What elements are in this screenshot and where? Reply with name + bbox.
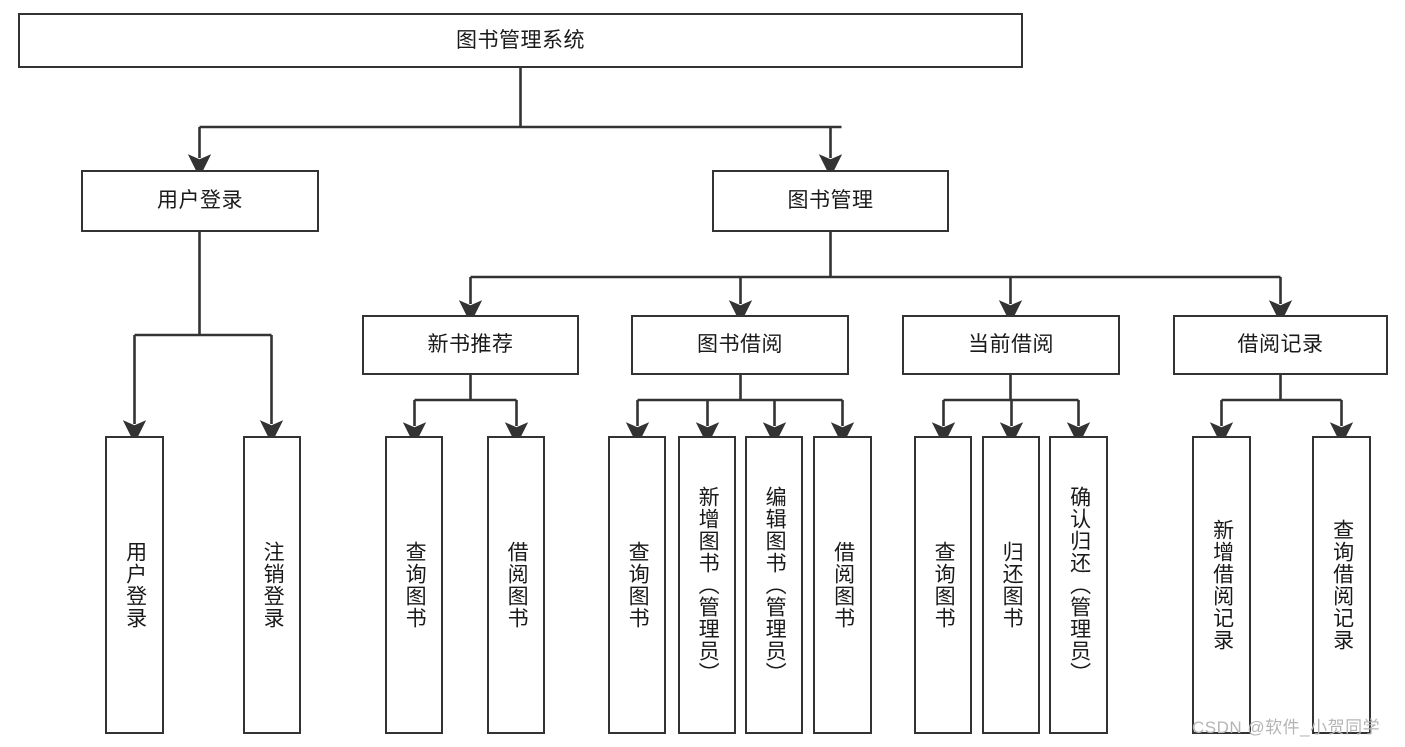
connector-group-book-borrow: [625, 375, 855, 446]
level3-node[interactable]: 图书借阅: [631, 315, 849, 375]
node-label: 确认归还（管理员）: [1067, 486, 1091, 684]
node-label: 图书管理: [787, 189, 874, 213]
leaf-node[interactable]: 确认归还（管理员）: [1049, 436, 1108, 734]
level3-node[interactable]: 借阅记录: [1173, 315, 1388, 375]
node-label: 借阅记录: [1237, 333, 1324, 357]
node-label: 注销登录: [261, 541, 285, 629]
leaf-node[interactable]: 归还图书: [982, 436, 1040, 734]
connector-group-user-login: [122, 232, 284, 444]
node-label: 查询借阅记录: [1330, 519, 1354, 651]
node-label: 图书管理系统: [456, 28, 585, 52]
node-label: 新增图书（管理员）: [696, 486, 720, 684]
node-label: 查询图书: [932, 541, 956, 629]
node-label: 查询图书: [403, 541, 427, 629]
node-label: 当前借阅: [968, 333, 1054, 357]
leaf-node[interactable]: 用户登录: [105, 436, 164, 734]
node-label: 用户登录: [157, 189, 243, 213]
root-node[interactable]: 图书管理系统: [18, 13, 1023, 68]
leaf-node[interactable]: 查询图书: [385, 436, 443, 734]
level2-node[interactable]: 用户登录: [81, 170, 319, 232]
leaf-node[interactable]: 新增图书（管理员）: [678, 436, 736, 734]
level2-node[interactable]: 图书管理: [712, 170, 949, 232]
leaf-node[interactable]: 查询图书: [608, 436, 666, 734]
leaf-node[interactable]: 查询图书: [914, 436, 972, 734]
leaf-node[interactable]: 查询借阅记录: [1312, 436, 1371, 734]
connector-group-book-mgmt: [458, 232, 1293, 324]
level3-node[interactable]: 当前借阅: [902, 315, 1120, 375]
node-label: 新书推荐: [427, 333, 514, 357]
node-label: 新增借阅记录: [1210, 519, 1234, 651]
node-label: 归还图书: [1000, 541, 1024, 629]
level3-node[interactable]: 新书推荐: [362, 315, 579, 375]
node-label: 编辑图书（管理员）: [763, 486, 787, 684]
node-label: 查询图书: [626, 541, 650, 629]
leaf-node[interactable]: 注销登录: [243, 436, 301, 734]
connector-group-new-book: [402, 375, 529, 446]
node-label: 借阅图书: [505, 541, 529, 629]
connector-group-borrow-record: [1209, 375, 1354, 446]
node-label: 用户登录: [123, 541, 147, 629]
leaf-node[interactable]: 借阅图书: [487, 436, 545, 734]
connector-group-current-borrow: [931, 375, 1091, 446]
node-label: 图书借阅: [697, 333, 783, 357]
leaf-node[interactable]: 借阅图书: [813, 436, 872, 734]
leaf-node[interactable]: 新增借阅记录: [1192, 436, 1251, 734]
leaf-node[interactable]: 编辑图书（管理员）: [745, 436, 803, 734]
node-label: 借阅图书: [831, 541, 855, 629]
connector-group-root: [187, 68, 843, 178]
